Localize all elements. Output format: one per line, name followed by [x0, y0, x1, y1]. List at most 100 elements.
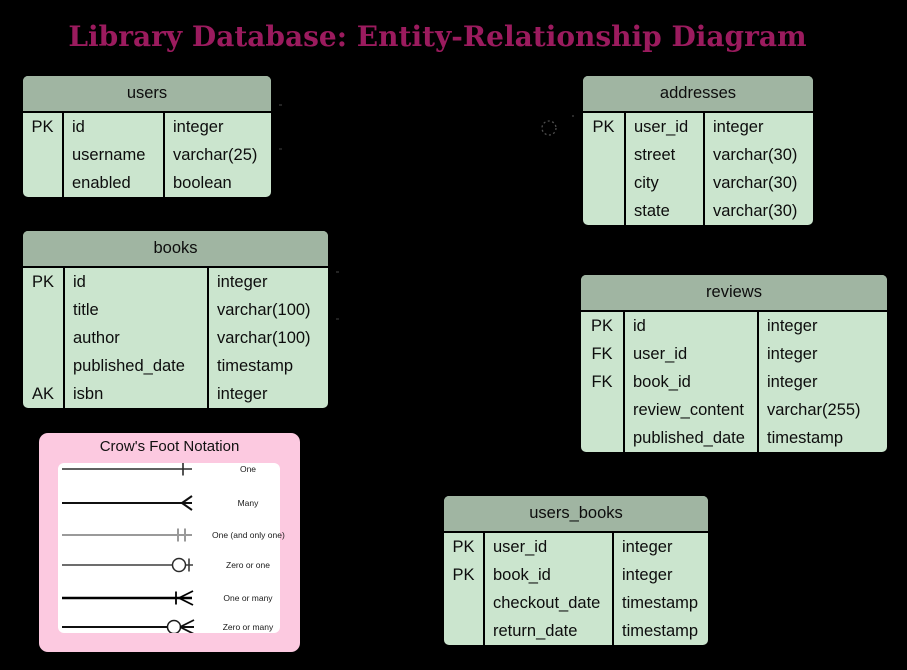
- legend-symbols: [62, 463, 195, 633]
- table-body: PK user_id integer PK book_id integer ch…: [444, 533, 708, 645]
- type-cell: timestamp: [622, 622, 699, 640]
- legend-label-many: Many: [237, 498, 259, 508]
- key-cell: [23, 141, 64, 169]
- zero-or-one-circle-artifact: [541, 120, 557, 136]
- entity-table-books: books PK id integer title varchar(100) a…: [21, 229, 330, 410]
- field-cell: published_date: [625, 424, 759, 452]
- field-cell: published_date: [65, 352, 209, 380]
- type-cell: integer: [217, 385, 268, 403]
- field-cell: city: [626, 169, 705, 197]
- table-title-users-books: users_books: [444, 496, 708, 533]
- zero-or-one-symbol: [62, 557, 193, 573]
- key-cell: [23, 352, 65, 380]
- key-cell: PK: [583, 113, 626, 141]
- field-cell: state: [626, 197, 705, 225]
- entity-table-reviews: reviews PK id integer FK user_id integer…: [579, 273, 889, 454]
- table-title-users: users: [23, 76, 271, 113]
- type-cell: integer: [767, 345, 818, 363]
- field-cell: book_id: [485, 561, 614, 589]
- type-cell: varchar(100): [217, 301, 311, 319]
- legend-title: Crow's Foot Notation: [99, 438, 240, 455]
- connector-stub: [279, 104, 282, 106]
- type-cell: timestamp: [217, 357, 294, 375]
- field-cell: username: [64, 141, 165, 169]
- legend-label-one: One: [239, 464, 257, 474]
- page-title: Library Database: Entity-Relationship Di…: [68, 20, 807, 53]
- key-cell: AK: [23, 380, 65, 408]
- field-cell: checkout_date: [485, 589, 614, 617]
- key-cell: [581, 396, 625, 424]
- legend-panel: One Many One (and only one) Zero or one …: [58, 463, 285, 633]
- type-cell: integer: [173, 118, 224, 136]
- field-cell: user_id: [625, 340, 759, 368]
- key-cell: [581, 424, 625, 452]
- key-cell: [23, 324, 65, 352]
- key-cell: PK: [581, 312, 625, 340]
- type-cell: integer: [217, 273, 268, 291]
- type-cell: varchar(100): [217, 329, 311, 347]
- field-cell: book_id: [625, 368, 759, 396]
- key-cell: [583, 141, 626, 169]
- connector-stub: [279, 148, 282, 150]
- type-cell: varchar(30): [713, 174, 798, 192]
- legend-label-one-or-many: One or many: [223, 593, 273, 603]
- entity-table-addresses: addresses PK user_id integer street varc…: [581, 74, 815, 227]
- field-cell: isbn: [65, 380, 209, 408]
- type-cell: timestamp: [767, 429, 844, 447]
- one-symbol: [62, 463, 192, 476]
- zero-or-many-symbol: [62, 619, 195, 633]
- type-cell: boolean: [173, 174, 232, 192]
- table-body: PK id integer title varchar(100) author …: [23, 268, 328, 408]
- key-cell: PK: [23, 113, 64, 141]
- field-cell: id: [65, 268, 209, 296]
- type-cell: integer: [713, 118, 764, 136]
- many-symbol: [62, 495, 193, 511]
- type-cell: integer: [767, 317, 818, 335]
- type-cell: varchar(30): [713, 202, 798, 220]
- key-cell: FK: [581, 340, 625, 368]
- type-cell: integer: [767, 373, 818, 391]
- type-cell: integer: [622, 566, 673, 584]
- key-cell: [583, 169, 626, 197]
- legend-label-one-and-only-one: One (and only one): [212, 530, 285, 540]
- connector-stub: [572, 115, 574, 117]
- field-cell: user_id: [485, 533, 614, 561]
- key-cell: PK: [23, 268, 65, 296]
- key-cell: FK: [581, 368, 625, 396]
- legend-label-zero-or-one: Zero or one: [226, 560, 270, 570]
- field-cell: return_date: [485, 617, 614, 645]
- field-cell: id: [64, 113, 165, 141]
- field-cell: enabled: [64, 169, 165, 197]
- key-cell: [23, 169, 64, 197]
- key-cell: PK: [444, 561, 485, 589]
- crows-foot-legend: Crow's Foot Notation: [39, 433, 300, 652]
- field-cell: user_id: [626, 113, 705, 141]
- key-cell: [444, 589, 485, 617]
- entity-table-users: users PK id integer username varchar(25)…: [21, 74, 273, 199]
- table-title-books: books: [23, 231, 328, 268]
- type-cell: varchar(30): [713, 146, 798, 164]
- key-cell: [444, 617, 485, 645]
- one-or-many-symbol: [62, 590, 194, 606]
- type-cell: varchar(255): [767, 401, 861, 419]
- type-cell: varchar(25): [173, 146, 258, 164]
- type-cell: timestamp: [622, 594, 699, 612]
- table-body: PK user_id integer street varchar(30) ci…: [583, 113, 813, 225]
- table-title-reviews: reviews: [581, 275, 887, 312]
- legend-label-zero-or-many: Zero or many: [222, 622, 274, 632]
- field-cell: review_content: [625, 396, 759, 424]
- entity-table-users-books: users_books PK user_id integer PK book_i…: [442, 494, 710, 647]
- table-title-addresses: addresses: [583, 76, 813, 113]
- table-body: PK id integer FK user_id integer FK book…: [581, 312, 887, 452]
- field-cell: street: [626, 141, 705, 169]
- connector-stub: [336, 271, 339, 273]
- connector-stub: [336, 318, 339, 320]
- table-body: PK id integer username varchar(25) enabl…: [23, 113, 271, 197]
- field-cell: title: [65, 296, 209, 324]
- one-and-only-one-symbol: [62, 528, 192, 542]
- key-cell: [583, 197, 626, 225]
- type-cell: integer: [622, 538, 673, 556]
- field-cell: id: [625, 312, 759, 340]
